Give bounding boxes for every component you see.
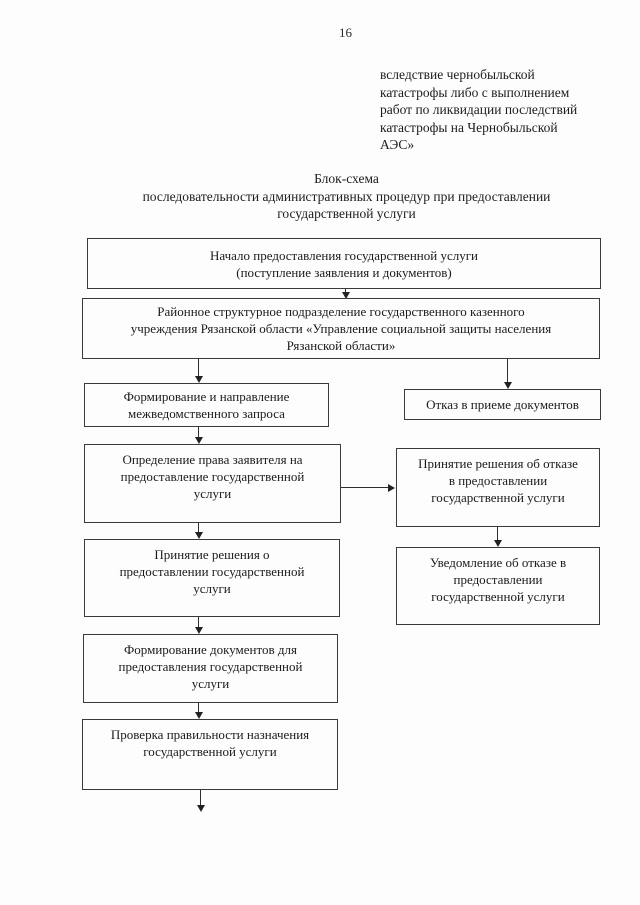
arrow-eligibility-to-approval xyxy=(194,523,203,539)
arrow-department-to-refusal-docs xyxy=(503,359,512,389)
arrow-start-to-department xyxy=(341,289,350,299)
node-refusal-notice-label: Уведомление об отказе в предоставлении г… xyxy=(429,555,567,604)
arrow-head-icon xyxy=(194,376,203,383)
node-department: Районное структурное подразделение госуд… xyxy=(82,298,600,359)
arrow-head-icon xyxy=(194,437,203,444)
arrow-line xyxy=(197,617,200,627)
arrow-eligibility-to-refusal-decision xyxy=(341,483,395,492)
node-refusal-notice: Уведомление об отказе в предоставлении г… xyxy=(396,547,600,625)
arrow-approval-to-docs-formation xyxy=(194,617,203,634)
node-approval-decision: Принятие решения о предоставлении госуда… xyxy=(84,539,340,617)
node-approval-decision-label: Принятие решения о предоставлении госуда… xyxy=(119,547,305,596)
arrow-verification-continuation xyxy=(196,790,205,812)
node-refusal-of-documents-label: Отказ в приеме документов xyxy=(426,397,579,412)
node-refusal-decision: Принятие решения об отказе в предоставле… xyxy=(396,448,600,527)
arrow-line xyxy=(197,523,200,532)
arrow-department-to-request xyxy=(194,359,203,383)
arrow-request-to-eligibility xyxy=(194,427,203,444)
excerpt-paragraph: вследствие чернобыльской катастрофы либо… xyxy=(380,67,578,152)
arrow-head-icon xyxy=(388,483,395,492)
arrow-head-icon xyxy=(194,712,203,719)
node-eligibility-label: Определение права заявителя на предостав… xyxy=(120,452,305,501)
node-start: Начало предоставления государственной ус… xyxy=(87,238,601,289)
arrow-line xyxy=(341,486,388,489)
arrow-line xyxy=(197,359,200,376)
arrow-head-icon xyxy=(194,627,203,634)
node-documents-formation-label: Формирование документов для предоставлен… xyxy=(118,642,303,691)
node-verification: Проверка правильности назначения государ… xyxy=(82,719,338,790)
arrow-line xyxy=(506,359,509,382)
arrow-refusal-decision-to-notice xyxy=(493,527,502,547)
node-department-label: Районное структурное подразделение госуд… xyxy=(130,304,552,353)
diagram-title: Блок-схема последовательности администра… xyxy=(142,171,551,221)
arrow-line xyxy=(199,790,202,805)
node-interagency-request: Формирование и направление межведомствен… xyxy=(84,383,329,427)
arrow-head-icon xyxy=(341,292,350,299)
node-refusal-of-documents: Отказ в приеме документов xyxy=(404,389,601,420)
arrow-head-icon xyxy=(194,532,203,539)
arrow-head-icon xyxy=(196,805,205,812)
arrow-line xyxy=(344,289,347,292)
node-eligibility: Определение права заявителя на предостав… xyxy=(84,444,341,523)
arrow-line xyxy=(496,527,499,540)
node-refusal-decision-label: Принятие решения об отказе в предоставле… xyxy=(418,456,578,505)
node-start-label: Начало предоставления государственной ус… xyxy=(210,247,478,280)
arrow-head-icon xyxy=(503,382,512,389)
arrow-line xyxy=(197,427,200,437)
arrow-head-icon xyxy=(493,540,502,547)
arrow-line xyxy=(197,703,200,712)
node-interagency-request-label: Формирование и направление межведомствен… xyxy=(123,389,290,421)
node-documents-formation: Формирование документов для предоставлен… xyxy=(83,634,338,703)
node-verification-label: Проверка правильности назначения государ… xyxy=(110,727,310,759)
page-number: 16 xyxy=(339,25,352,40)
arrow-docs-formation-to-verification xyxy=(194,703,203,719)
